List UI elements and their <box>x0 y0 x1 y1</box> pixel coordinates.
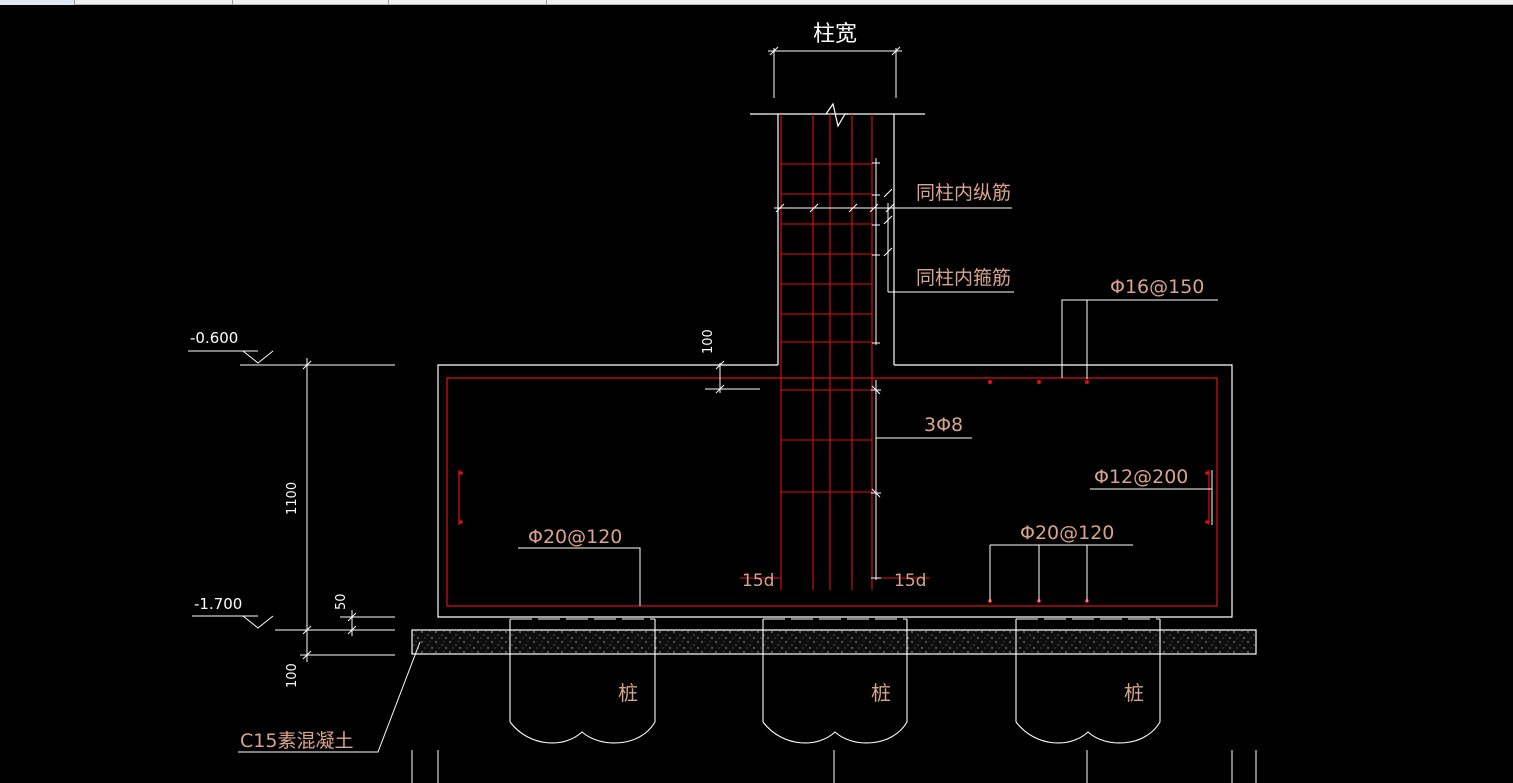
anchor-right-label: 15d <box>894 571 926 591</box>
column-stirrup-label: 同柱内箍筋 <box>916 267 1011 289</box>
bottom-rebar-left-leader <box>518 547 641 606</box>
stirrup-3-label: 3Φ8 <box>924 414 963 436</box>
blinding-leader <box>238 641 421 753</box>
cover-100-label: 100 <box>701 329 716 354</box>
window-tab[interactable] <box>233 0 389 5</box>
cover-50-label: 50 <box>334 593 349 610</box>
window-tab[interactable] <box>389 0 547 5</box>
top-rebar-label: Φ16@150 <box>1110 276 1204 298</box>
anchor-left-label: 15d <box>742 571 774 591</box>
level-top-label: -0.600 <box>190 329 238 347</box>
footing-rebar-cage <box>446 377 1218 607</box>
pile-group <box>509 618 1161 744</box>
pile-1-label: 桩 <box>618 681 638 705</box>
window-top-bar <box>0 0 1513 5</box>
column-rebar <box>740 114 930 590</box>
bottom-rebar-left-label: Φ20@120 <box>528 526 622 548</box>
column-outline <box>750 102 925 365</box>
column-width-label: 柱宽 <box>813 22 857 47</box>
footing-outline <box>437 364 1233 618</box>
pile-1 <box>509 618 656 744</box>
window-tab[interactable] <box>75 0 233 5</box>
pile-3-label: 桩 <box>1124 681 1144 705</box>
cover-100-dimension <box>705 360 760 394</box>
stirrup-3-leader <box>871 380 972 580</box>
window-tab[interactable] <box>0 0 75 5</box>
column-width-dimension <box>768 46 902 98</box>
side-rebar-leader <box>1090 470 1213 525</box>
elevation-dimensions <box>188 350 395 662</box>
pile-2 <box>762 618 908 744</box>
footing-height-label: 1100 <box>285 482 300 515</box>
lower-grid-stubs <box>411 750 1257 783</box>
column-rebar-leaders <box>774 158 1014 345</box>
top-rebar-leader <box>1061 299 1218 379</box>
blinding-layer <box>411 629 1257 655</box>
pile-3 <box>1015 618 1161 744</box>
bottom-rebar-right-label: Φ20@120 <box>1020 522 1114 544</box>
blinding-thickness-label: 100 <box>285 663 300 688</box>
side-rebar-label: Φ12@200 <box>1094 466 1188 488</box>
blinding-label: C15素混凝土 <box>240 730 353 752</box>
level-bottom-label: -1.700 <box>194 595 242 613</box>
pile-2-label: 桩 <box>871 681 891 705</box>
column-longitudinal-label: 同柱内纵筋 <box>916 182 1011 204</box>
rebar-dots <box>459 380 1209 603</box>
bottom-rebar-right-leader <box>989 544 1133 602</box>
